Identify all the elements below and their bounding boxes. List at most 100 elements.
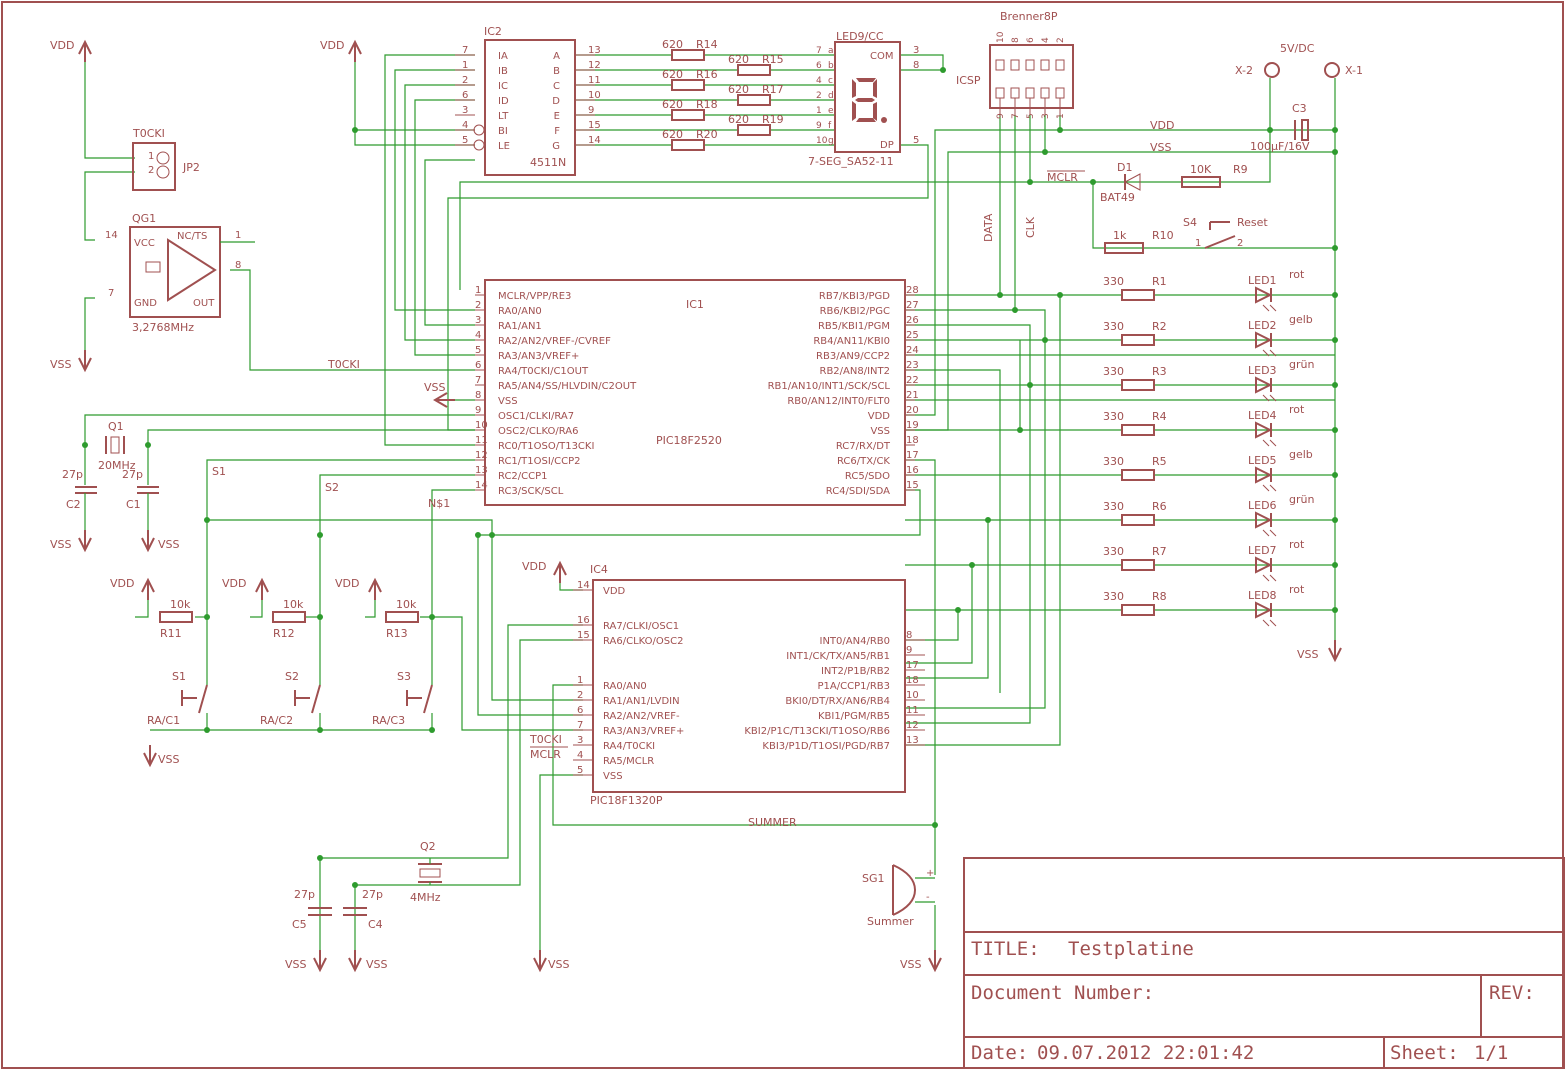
icsp-bottom-pin-number: 1 [1056,113,1066,119]
ic1-left-pin-number: 10 [475,420,488,431]
sg1-buzzer: SG1 Summer +- SUMMER T0CKI MCLR [529,733,935,928]
segment-resistor [737,124,771,136]
ic2-right-pin-number: 15 [588,120,601,131]
icsp-pin-box [995,87,1005,99]
vss-arrow-icon [78,350,92,373]
ic1-left-pin-number: 5 [475,345,481,356]
segment-resistor-name: R19 [762,113,784,126]
vdd-label: VDD [110,577,134,590]
qg1-vcc: VCC [134,238,155,249]
icsp-pin-box [1040,87,1050,99]
ic2-left-pin-name: IC [498,81,508,92]
ic1-right-pin-number: 27 [906,300,919,311]
svg-text:14: 14 [105,230,118,241]
vdd-label: VDD [222,577,246,590]
icsp-bottom-pin-number: 7 [1011,113,1021,119]
jp2-name: JP2 [182,161,200,174]
led-light-icon [1262,394,1277,402]
led-resistor-value: 330 [1103,320,1124,333]
ic1-right-pin-number: 15 [906,480,919,491]
ic1-right-pin-number: 28 [906,285,919,296]
ic2-left-pin-name: BI [498,126,508,137]
ic1-value: PIC18F2520 [656,434,722,447]
icsp-top-pin-number: 6 [1026,37,1036,43]
switch-icon [406,684,433,714]
ic4-left-pin-name: RA4/T0CKI [603,741,655,752]
ic1-left-pin-number: 1 [475,285,481,296]
led-resistor-name: R5 [1152,455,1167,468]
ic2-right-pin-name: C [553,81,560,92]
c3-name: C3 [1292,102,1307,115]
switch-label: RA/C3 [372,714,405,727]
summer-net-label: SUMMER [748,816,797,829]
q2-name: Q2 [420,840,436,853]
icsp-top-pin-number: 10 [996,31,1006,43]
ic2-left-pin-number: 6 [462,90,468,101]
ic1-left-pin-number: 2 [475,300,481,311]
ic1-right-pin-name: RB6/KBI2/PGC [820,306,890,317]
ic2-left-pin-number: 2 [462,75,468,86]
digit-8-icon [852,78,887,123]
sg1-value: Summer [867,915,914,928]
vss-label: VSS [366,958,388,971]
ic2-right-pin-name: G [552,141,560,152]
ic4-left-pin-number: 14 [577,580,590,591]
ic1-right-pin-name: RB0/AN12/INT0/FLT0 [787,396,890,407]
led-color: grün [1289,493,1314,506]
vdd-label: VDD [50,39,74,52]
led-name: LED3 [1248,364,1277,377]
ic4-right-pin-name: KBI1/PGM/RB5 [818,711,890,722]
led-diode-icon [1255,331,1273,349]
led-diode-icon [1255,556,1273,574]
segment-resistor-name: R14 [696,38,718,51]
ic4-name: IC4 [590,563,608,576]
rev-label: REV: [1489,982,1535,1004]
ic1-right-pin-name: VDD [868,411,891,422]
ic2-right-pin-number: 10 [588,90,601,101]
led-light-icon [1262,574,1277,582]
led-name: LED8 [1248,589,1277,602]
led-resistor [1121,469,1155,481]
ic4-right-pin-number: 8 [906,630,912,641]
vdd-rail-label: VDD [1150,119,1174,132]
ic4-left-pin-name: VSS [603,771,623,782]
vdd-arrow-icon [255,577,269,600]
ic1-right-pin-name: RC6/TX/CK [837,456,890,467]
led-resistor [1121,514,1155,526]
ic1-right-pin-number: 18 [906,435,919,446]
switch-icon [294,684,321,714]
ic1-left-pin-name: RA5/AN4/SS/HLVDIN/C2OUT [498,381,637,392]
pullup-resistor [159,611,193,623]
led-name: LED7 [1248,544,1277,557]
vdd-label: VDD [320,39,344,52]
qg1-oscillator: QG1 3,2768MHz VCC GND NC/TS OUT 147 18 T… [105,212,360,371]
date-label: Date: [971,1042,1028,1064]
ic4-value: PIC18F1320P [590,794,663,807]
ic2-left-pin-name: LE [498,141,510,152]
ic1-left-pin-name: RC1/T1OSI/CCP2 [498,456,581,467]
led-resistor [1121,604,1155,616]
vdd-arrow-icon [553,560,567,583]
segment-resistor [671,49,705,61]
sheet-value: 1/1 [1474,1042,1508,1064]
ic4-right-pin-name: BKI0/DT/RX/AN6/RB4 [785,696,890,707]
switch-label: RA/C2 [260,714,293,727]
vss-arrow-icon [533,950,547,973]
q1-crystal: Q1 20MHz 27p 27p C2 C1 [62,420,159,540]
display-pin-segment: f [828,121,832,131]
ic2-left-pin-number: 3 [462,105,468,116]
ic1-right-pin-number: 17 [906,450,919,461]
ic4-right-pin-name: INT0/AN4/RB0 [820,636,891,647]
ic4-right-pin-number: 9 [906,645,912,656]
ic4-left-pin-name: RA2/AN2/VREF- [603,711,680,722]
supply-label: 5V/DC [1280,42,1315,55]
vss-label: VSS [1297,648,1319,661]
icsp-pin-box [1055,59,1065,71]
